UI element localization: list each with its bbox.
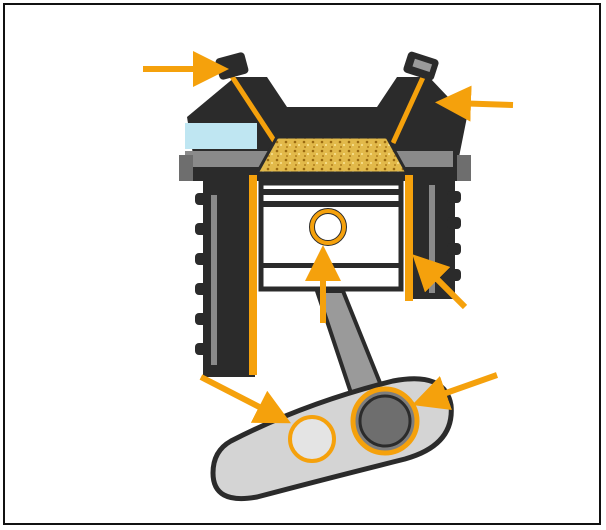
coolant-passage — [185, 123, 257, 149]
cylinder-block-left — [195, 181, 255, 377]
arrow-crank-bearing — [201, 377, 275, 415]
engine-diagram — [5, 5, 606, 530]
combustion-chamber — [257, 137, 407, 173]
cylinder-wall-left — [249, 175, 257, 375]
piston-icon — [261, 183, 401, 289]
figure-frame — [3, 3, 601, 525]
cylinder-block-right — [409, 181, 461, 299]
cylinder-wall-right — [405, 175, 413, 301]
crankshaft-icon — [213, 379, 451, 499]
arrow-exhaust — [453, 103, 513, 105]
